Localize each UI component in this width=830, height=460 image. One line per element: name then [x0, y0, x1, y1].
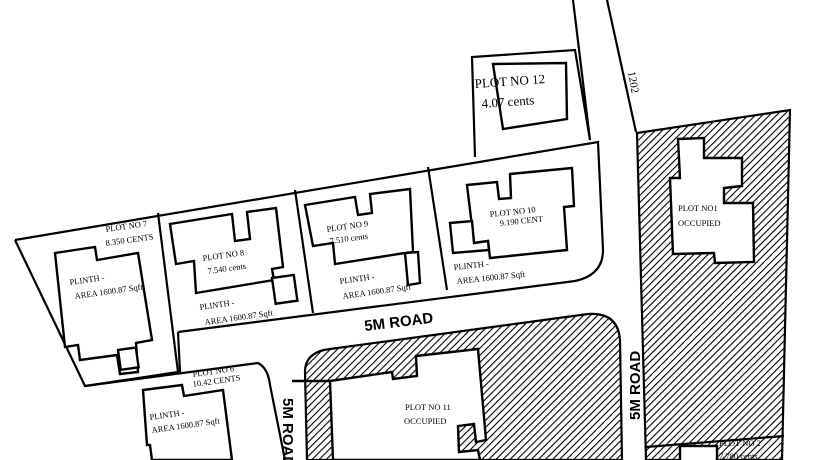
plot-7-label: PLOT NO 7	[105, 218, 148, 234]
plot-6-plinth: PLINTH -	[149, 407, 185, 422]
plot-10: PLOT NO 10 9.190 CENT PLINTH - AREA 1600…	[448, 166, 576, 286]
plot-2-label: PLOT NO 2	[719, 438, 761, 448]
plot-8: PLOT NO 8 7.540 cents PLINTH - AREA 1600…	[168, 206, 299, 327]
plot-9: PLOT NO 9 7.510 cents PLINTH - AREA 1600…	[303, 187, 422, 301]
plot-8-plinth: PLINTH -	[199, 297, 235, 312]
plot-12: PLOT NO 12 4.07 cents	[470, 48, 592, 158]
plot-7-area: 8.350 CENTS	[105, 231, 154, 248]
plot-1-label: PLOT NO1	[678, 203, 718, 213]
plot-10-label: PLOT NO 10	[489, 204, 536, 219]
plot-1-status: OCCUPIED	[678, 218, 721, 228]
plot-10-plinth: PLINTH -	[453, 258, 489, 272]
plot-1: PLOT NO1 OCCUPIED	[635, 108, 792, 460]
plot-12-area: 4.07 cents	[481, 92, 535, 111]
plot-11: PLOT NO 11 OCCUPIED	[292, 312, 624, 460]
row-outline	[14, 140, 605, 334]
plot-2-area: 7.780 cents	[719, 451, 758, 460]
plot-7: PLOT NO 7 8.350 CENTS PLINTH - AREA 1600…	[53, 218, 154, 376]
divider-7-8	[176, 331, 182, 373]
dimension-label: 1202	[625, 70, 641, 94]
plot-10-area: 9.190 CENT	[499, 213, 544, 228]
plot-9-plinth-area: AREA 1600.87 Sqft	[342, 281, 412, 301]
plot-10-plinth-area: AREA 1600.87 Sqft	[456, 269, 526, 286]
divider-9-10	[426, 166, 449, 291]
divider-8-9	[293, 189, 315, 314]
plot-6: PLOT NO 6 10.42 CENTS PLINTH - AREA 1600…	[84, 361, 287, 460]
plot-12-label: PLOT NO 12	[474, 71, 545, 91]
road-label-left: 5M ROAD	[279, 398, 296, 460]
plot-11-label: PLOT NO 11	[405, 402, 451, 412]
road-label-right: 5M ROAD	[627, 351, 644, 420]
plot-7-plinth: PLINTH -	[69, 272, 105, 287]
plot-11-status: OCCUPIED	[404, 416, 447, 426]
plot-9-plinth: PLINTH -	[339, 271, 375, 286]
road-edge-right	[605, 0, 638, 133]
plot-2: PLOT NO 2 7.780 cents	[645, 434, 785, 460]
road-label-horizontal: 5M ROAD	[363, 310, 434, 335]
